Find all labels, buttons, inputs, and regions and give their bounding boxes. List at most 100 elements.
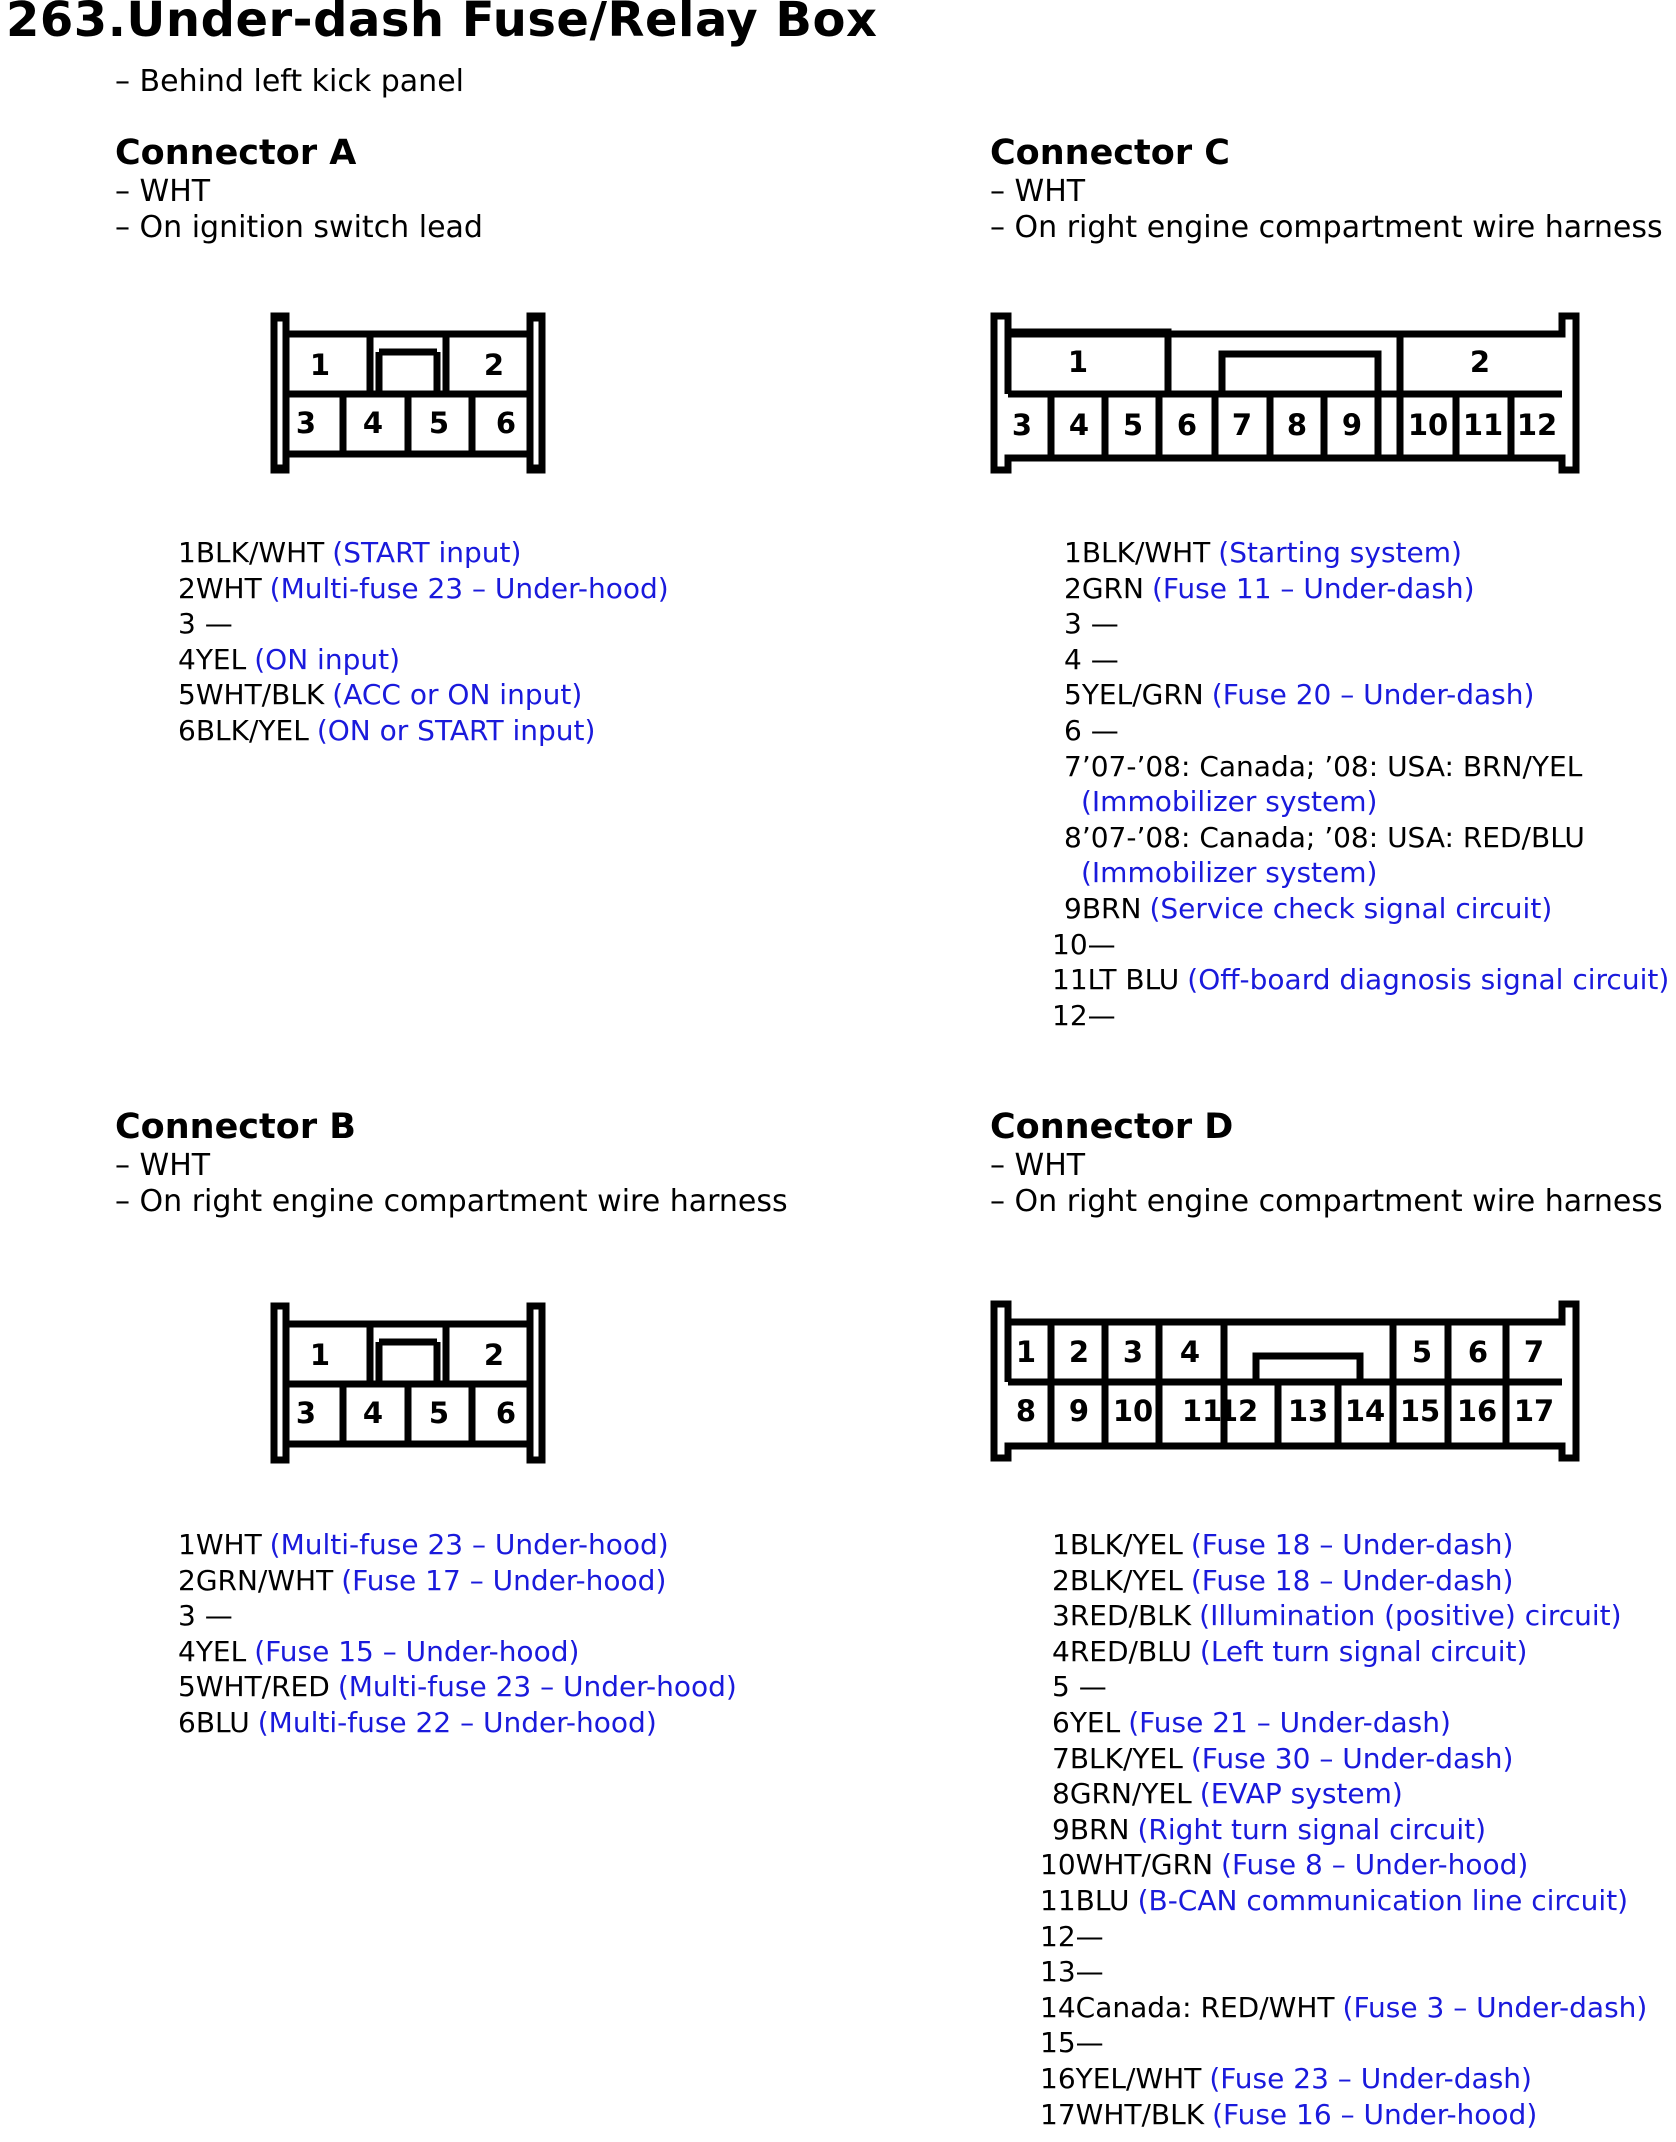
connector-a-color: – WHT bbox=[115, 174, 211, 209]
terminal-d-3: 3 bbox=[1123, 1335, 1143, 1369]
pin-description: (ON input) bbox=[254, 642, 400, 676]
pin-number: 3 bbox=[178, 1599, 196, 1633]
terminal-c-1: 1 bbox=[1068, 345, 1088, 379]
pin-number: 2 bbox=[1064, 571, 1082, 605]
pin-row: 16YEL/WHT(Fuse 23 – Under-dash) bbox=[1040, 2061, 1647, 2097]
pin-number: 12 bbox=[1040, 1919, 1076, 1953]
pin-number: 6 bbox=[1052, 1705, 1070, 1739]
terminal-c-6: 6 bbox=[1177, 408, 1197, 442]
pin-description: (Multi-fuse 22 – Under-hood) bbox=[257, 1705, 657, 1739]
pin-description: (Multi-fuse 23 – Under-hood) bbox=[269, 571, 669, 605]
pin-wire-color: BRN bbox=[1081, 891, 1142, 925]
pin-description: (Fuse 8 – Under-hood) bbox=[1221, 1848, 1529, 1882]
pin-wire-color: WHT/GRN bbox=[1075, 1848, 1214, 1882]
terminal-d-12: 12 bbox=[1218, 1394, 1258, 1428]
pin-description: (Fuse 21 – Under-dash) bbox=[1128, 1705, 1451, 1739]
terminal-b-6: 6 bbox=[496, 1396, 516, 1430]
pin-wire-color: — bbox=[1075, 2026, 1104, 2060]
terminal-a-3: 3 bbox=[296, 406, 316, 440]
pin-number: 10 bbox=[1040, 1848, 1076, 1882]
connector-b-pin-list: 1WHT(Multi-fuse 23 – Under-hood)2GRN/WHT… bbox=[178, 1527, 737, 1741]
pin-row: 9BRN(Right turn signal circuit) bbox=[1040, 1812, 1647, 1848]
terminal-b-2: 2 bbox=[484, 1338, 504, 1372]
connector-b-diagram: 1 2 3 4 5 6 bbox=[270, 1302, 546, 1464]
pin-description: (Fuse 16 – Under-hood) bbox=[1212, 2097, 1538, 2131]
pin-row: 6BLU(Multi-fuse 22 – Under-hood) bbox=[178, 1705, 737, 1741]
pin-row: 2WHT(Multi-fuse 23 – Under-hood) bbox=[178, 571, 669, 607]
pin-number: 11 bbox=[1040, 1883, 1076, 1917]
terminal-c-10: 10 bbox=[1408, 408, 1448, 442]
pin-row: 3 — bbox=[178, 1598, 737, 1634]
connector-a-pin-list: 1BLK/WHT(START input)2WHT(Multi-fuse 23 … bbox=[178, 535, 669, 749]
pin-number: 2 bbox=[178, 1563, 196, 1597]
terminal-c-12: 12 bbox=[1517, 408, 1557, 442]
pin-wire-color: BLK/WHT bbox=[195, 536, 325, 569]
pin-row: 4RED/BLU(Left turn signal circuit) bbox=[1040, 1634, 1647, 1670]
pin-row: 4 — bbox=[1052, 642, 1669, 678]
pin-description: (Multi-fuse 23 – Under-hood) bbox=[337, 1670, 737, 1704]
pin-wire-color: GRN bbox=[1081, 571, 1144, 605]
pin-wire-color: — bbox=[1081, 713, 1119, 747]
pin-number: 5 bbox=[1052, 1670, 1070, 1704]
pin-description: (Starting system) bbox=[1218, 536, 1462, 569]
pin-row: 6 — bbox=[1052, 713, 1669, 749]
terminal-a-5: 5 bbox=[429, 406, 449, 440]
pin-row: 1BLK/WHT(START input) bbox=[178, 535, 669, 571]
pin-row: 15— bbox=[1040, 2025, 1647, 2061]
pin-description: (START input) bbox=[332, 536, 522, 569]
pin-number: 6 bbox=[178, 713, 196, 747]
terminal-a-4: 4 bbox=[363, 406, 383, 440]
pin-number: 5 bbox=[1064, 678, 1082, 712]
pin-description: (Left turn signal circuit) bbox=[1199, 1634, 1528, 1668]
pin-description: (Fuse 30 – Under-dash) bbox=[1190, 1741, 1514, 1775]
pin-wire-color: — bbox=[1075, 1955, 1104, 1989]
connector-d-section: Connector D – WHT – On right engine comp… bbox=[990, 1106, 1676, 1220]
terminal-b-5: 5 bbox=[429, 1396, 449, 1430]
pin-row: 5WHT/RED(Multi-fuse 23 – Under-hood) bbox=[178, 1669, 737, 1705]
terminal-d-17: 17 bbox=[1514, 1394, 1554, 1428]
pin-wire-color: Canada: RED/WHT bbox=[1075, 1990, 1335, 2024]
pin-row: 6BLK/YEL(ON or START input) bbox=[178, 713, 669, 749]
terminal-d-7: 7 bbox=[1524, 1335, 1544, 1369]
pin-description: (Right turn signal circuit) bbox=[1137, 1812, 1487, 1846]
connector-a-diagram: 1 2 3 4 5 6 bbox=[270, 312, 546, 474]
pin-number: 4 bbox=[1052, 1634, 1070, 1668]
pin-number: 13 bbox=[1040, 1955, 1076, 1989]
pin-wire-color: GRN/WHT bbox=[195, 1563, 334, 1597]
pin-row: 8GRN/YEL(EVAP system) bbox=[1040, 1776, 1647, 1812]
pin-wire-color: YEL/WHT bbox=[1075, 2061, 1202, 2095]
pin-number: 7 bbox=[1052, 1741, 1070, 1775]
pin-description: (ON or START input) bbox=[316, 713, 596, 747]
connector-c-location: – On right engine compartment wire harne… bbox=[990, 210, 1663, 245]
pin-wire-color: BLK/YEL bbox=[195, 713, 309, 747]
pin-wire-color: — bbox=[1069, 1670, 1107, 1704]
pin-number: 10 bbox=[1052, 927, 1088, 961]
pin-number: 4 bbox=[1064, 642, 1082, 676]
pin-row: 14Canada: RED/WHT(Fuse 3 – Under-dash) bbox=[1040, 1990, 1647, 2026]
terminal-a-6: 6 bbox=[496, 406, 516, 440]
pin-wire-color: BLK/WHT bbox=[1081, 536, 1211, 569]
pin-wire-color: — bbox=[195, 1599, 233, 1633]
pin-row: 5 — bbox=[1040, 1669, 1647, 1705]
pin-description: (ACC or ON input) bbox=[332, 678, 583, 712]
pin-number: 9 bbox=[1064, 891, 1082, 925]
pin-wire-color: — bbox=[1087, 998, 1116, 1032]
pin-wire-color: WHT bbox=[195, 1528, 262, 1561]
connector-b-title: Connector B bbox=[115, 1107, 356, 1147]
terminal-c-2: 2 bbox=[1470, 345, 1490, 379]
terminal-c-11: 11 bbox=[1463, 408, 1503, 442]
pin-wire-color: BRN bbox=[1069, 1812, 1130, 1846]
pin-row: 1BLK/YEL(Fuse 18 – Under-dash) bbox=[1040, 1527, 1647, 1563]
connector-d-pin-list: 1BLK/YEL(Fuse 18 – Under-dash)2BLK/YEL(F… bbox=[1040, 1527, 1647, 2132]
pin-wire-color: — bbox=[1081, 607, 1119, 641]
pin-description: (EVAP system) bbox=[1199, 1777, 1403, 1811]
pin-row: 3 — bbox=[1052, 606, 1669, 642]
pin-number: 3 bbox=[1052, 1599, 1070, 1633]
pin-row: 5YEL/GRN(Fuse 20 – Under-dash) bbox=[1052, 677, 1669, 713]
pin-wire-color: WHT/BLK bbox=[195, 678, 325, 712]
connector-d-color: – WHT bbox=[990, 1148, 1086, 1183]
pin-wire-color: YEL bbox=[1069, 1705, 1121, 1739]
pin-number: 8 bbox=[1052, 1777, 1070, 1811]
connector-c-pin-list: 1BLK/WHT(Starting system)2GRN(Fuse 11 – … bbox=[1052, 535, 1669, 1033]
terminal-c-7: 7 bbox=[1232, 408, 1252, 442]
